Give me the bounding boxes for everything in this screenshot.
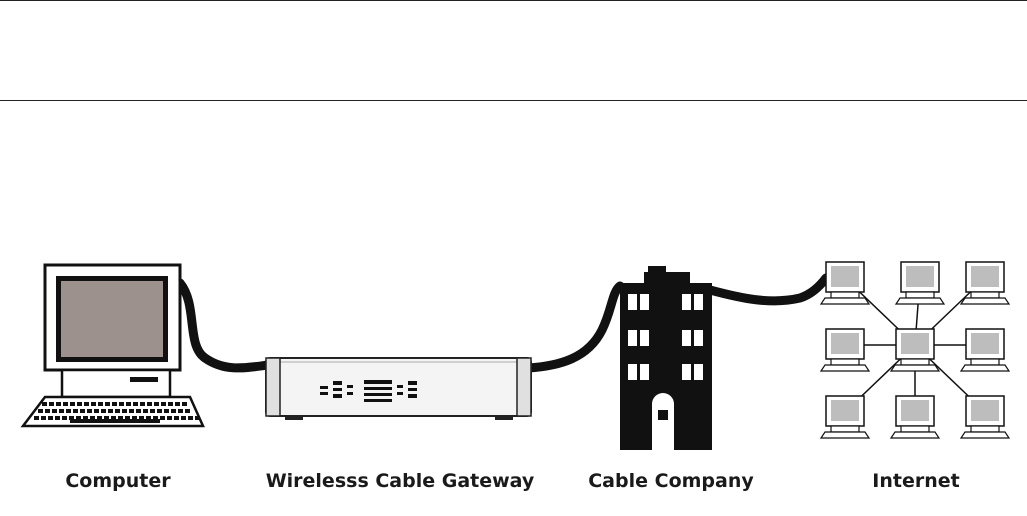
network-computer-icon bbox=[961, 329, 1009, 371]
network-computer-icon bbox=[891, 396, 939, 438]
network-computer-icon bbox=[896, 262, 944, 304]
network-computer-icon bbox=[821, 262, 869, 304]
network-computer-icon bbox=[821, 396, 869, 438]
network-computer-icon bbox=[961, 262, 1009, 304]
gateway-icon bbox=[266, 358, 531, 420]
label-internet: Internet bbox=[872, 470, 959, 492]
building-icon bbox=[620, 266, 712, 450]
internet-network-icon bbox=[821, 262, 1009, 438]
network-computer-icon bbox=[891, 329, 939, 371]
cable-computer-to-gateway bbox=[180, 283, 268, 368]
network-computer-icon bbox=[821, 329, 869, 371]
cable-gateway-to-building bbox=[528, 286, 620, 368]
label-gateway: Wirelesss Cable Gateway bbox=[266, 470, 535, 492]
network-computer-icon bbox=[961, 396, 1009, 438]
label-cable-company: Cable Company bbox=[588, 470, 754, 492]
cable-building-to-internet bbox=[710, 278, 826, 301]
label-computer: Computer bbox=[65, 470, 170, 492]
computer-icon bbox=[23, 265, 203, 426]
